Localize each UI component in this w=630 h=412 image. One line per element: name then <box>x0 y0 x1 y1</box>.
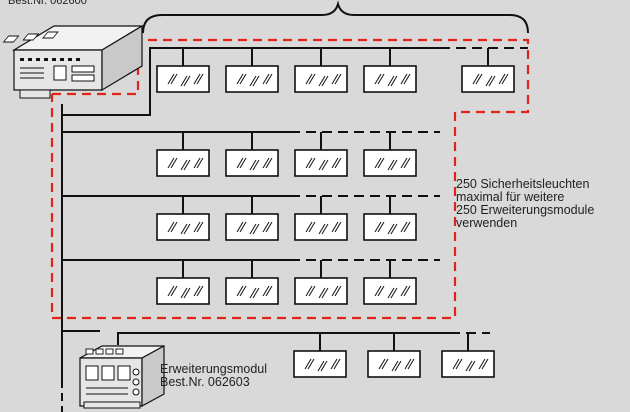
luminaire-icon <box>156 260 210 305</box>
extension-module-icon <box>79 344 165 409</box>
luminaire-icon <box>294 260 348 305</box>
luminaire-icon <box>156 48 210 93</box>
group-brace <box>142 0 529 34</box>
luminaire-icon <box>225 196 279 241</box>
luminaire-icon <box>225 260 279 305</box>
luminaire-icon <box>363 196 417 241</box>
luminaire-icon <box>156 132 210 177</box>
luminaire-icon <box>441 333 495 378</box>
control-unit-icon <box>2 24 145 99</box>
luminaire-icon <box>225 132 279 177</box>
luminaire-icon <box>461 48 515 93</box>
luminaire-icon <box>293 333 347 378</box>
capacity-note-line-4: verwenden <box>456 216 518 230</box>
capacity-note-line-1: 250 Sicherheitsleuchten <box>456 177 590 191</box>
luminaire-icon <box>294 48 348 93</box>
row1-feed-line <box>62 47 440 116</box>
luminaire-icon <box>156 196 210 241</box>
capacity-note: 250 Sicherheitsleuchten maximal für weit… <box>456 178 594 230</box>
extension-module-part-number: Best.Nr. 062603 <box>160 375 250 389</box>
capacity-note-line-2: maximal für weitere <box>456 190 565 204</box>
luminaire-icon <box>363 132 417 177</box>
capacity-note-line-3: 250 Erweiterungsmodule <box>456 203 595 217</box>
luminaire-icon <box>225 48 279 93</box>
control-unit-part-number: Best.Nr. 062600 <box>8 0 87 7</box>
luminaire-icon <box>363 260 417 305</box>
luminaire-icon <box>294 132 348 177</box>
luminaire-icon <box>367 333 421 378</box>
installation-boundary <box>50 38 530 320</box>
luminaire-icon <box>294 196 348 241</box>
ext-feed-line <box>117 332 450 345</box>
extension-module-name: Erweiterungsmodul <box>160 362 267 376</box>
luminaire-icon <box>363 48 417 93</box>
extension-module-label: Erweiterungsmodul Best.Nr. 062603 <box>160 363 267 389</box>
